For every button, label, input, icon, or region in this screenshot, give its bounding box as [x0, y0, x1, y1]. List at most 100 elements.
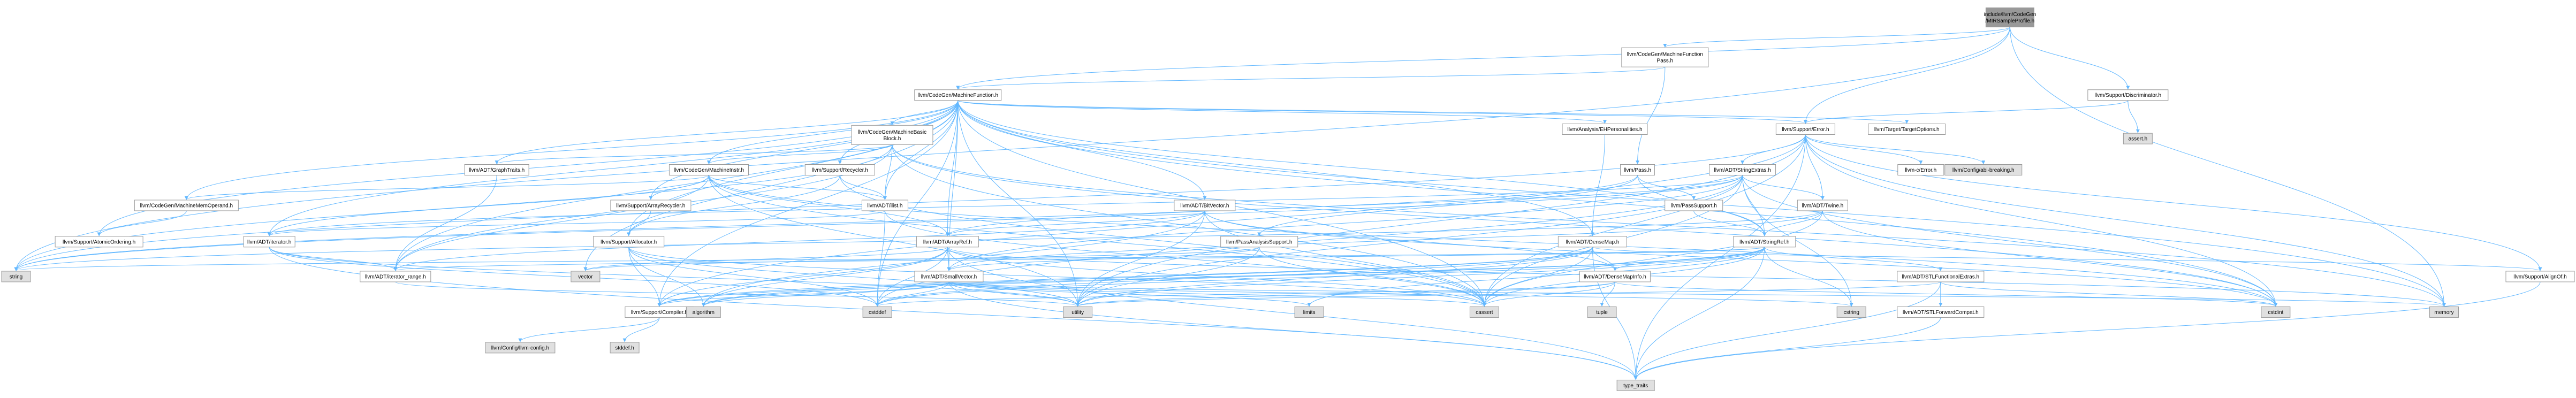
node-arrayref-label-line: llvm/ADT/ArrayRef.h: [923, 239, 972, 245]
edge-stlfunc-to-typetraits: [1633, 281, 1941, 380]
edge-strextras-to-iterator: [267, 175, 1743, 236]
node-cstring-box: [1836, 306, 1866, 318]
node-stringref[interactable]: llvm/ADT/StringRef.h: [1733, 236, 1796, 248]
node-cstdint-label-line: cstdint: [2268, 310, 2283, 316]
node-alignof-label: llvm/Support/AlignOf.h: [2513, 274, 2567, 280]
node-twine[interactable]: llvm/ADT/Twine.h: [1797, 200, 1848, 211]
node-mf-label: llvm/CodeGen/MachineFunction.h: [917, 93, 998, 98]
node-cerror[interactable]: llvm-c/Error.h: [1897, 164, 1944, 175]
node-arrayrecycler[interactable]: llvm/Support/ArrayRecycler.h: [610, 200, 692, 211]
node-compiler-label-line: llvm/Support/Compiler.h: [631, 310, 688, 316]
node-atomicordering[interactable]: llvm/Support/AtomicOrdering.h: [55, 236, 143, 248]
edge-stlforward-to-typetraits: [1633, 317, 1941, 380]
node-root[interactable]: include/llvm/CodeGen/MIRSampleProfile.h: [1984, 7, 2036, 28]
node-cstdint: cstdint: [2261, 306, 2291, 318]
node-iterrange[interactable]: llvm/ADT/iterator_range.h: [360, 271, 431, 282]
node-twine-label: llvm/ADT/Twine.h: [1802, 203, 1843, 209]
node-ehpers[interactable]: llvm/Analysis/EHPersonalities.h: [1562, 124, 1648, 135]
edge-layer: [14, 27, 2542, 380]
node-passsupport[interactable]: llvm/PassSupport.h: [1665, 200, 1723, 211]
edge-smallvector-to-algorithm: [701, 281, 949, 307]
edge-mf-to-ilist: [883, 100, 959, 200]
edge-error-to-cerror: [1805, 134, 1923, 165]
node-densemapinfo[interactable]: llvm/ADT/DenseMapInfo.h: [1579, 271, 1651, 282]
node-iterator[interactable]: llvm/ADT/iterator.h: [243, 236, 295, 248]
edge-twine-to-cassert: [1482, 210, 1823, 307]
edge-mi-to-arrayref: [708, 175, 949, 236]
node-root-label-line: include/llvm/CodeGen: [1984, 12, 2036, 18]
node-memory-box: [2429, 306, 2459, 318]
node-mf-label-line: llvm/CodeGen/MachineFunction.h: [917, 93, 998, 98]
edge-stlfunc-to-utility: [1076, 281, 1941, 307]
node-discr[interactable]: llvm/Support/Discriminator.h: [2087, 89, 2169, 101]
node-iterator-label: llvm/ADT/iterator.h: [247, 239, 291, 245]
node-mi-label: llvm/CodeGen/MachineInstr.h: [674, 167, 744, 173]
edge-root-to-discr: [2009, 27, 2130, 90]
node-recycler-label: llvm/Support/Recycler.h: [812, 167, 868, 173]
node-recycler[interactable]: llvm/Support/Recycler.h: [804, 164, 875, 175]
node-mfpass-label-line: Pass.h: [1657, 58, 1674, 64]
edge-strextras-to-string: [14, 175, 1743, 271]
edge-ilist-to-cstddef: [875, 210, 885, 307]
node-cstring-label: cstring: [1843, 310, 1859, 316]
node-passanalysis[interactable]: llvm/PassAnalysisSupport.h: [1220, 236, 1298, 248]
edge-stringref-to-iterrange: [394, 247, 1765, 271]
edge-mbb-to-memory: [892, 144, 2446, 307]
node-memory-label: memory: [2434, 310, 2453, 316]
node-mbb-label-line: llvm/CodeGen/MachineBasic: [858, 129, 926, 135]
node-smallvector[interactable]: llvm/ADT/SmallVector.h: [914, 271, 984, 282]
node-graphtraits[interactable]: llvm/ADT/GraphTraits.h: [464, 164, 529, 175]
edge-mbb-to-ilist: [883, 144, 893, 200]
edge-densemapinfo-to-cstddef: [876, 281, 1615, 307]
node-pass-box: [1620, 164, 1655, 175]
node-atomicordering-label: llvm/Support/AtomicOrdering.h: [63, 239, 135, 245]
edge-alignof-to-typetraits: [1633, 281, 2541, 380]
node-densemap[interactable]: llvm/ADT/DenseMap.h: [1557, 236, 1627, 248]
node-stlforward[interactable]: llvm/ADT/STLForwardCompat.h: [1897, 306, 1985, 318]
node-mf[interactable]: llvm/CodeGen/MachineFunction.h: [914, 89, 1002, 101]
edge-mf-to-target: [958, 100, 1909, 124]
edge-mf-to-arrayrecycler: [649, 100, 959, 200]
node-utility-label: utility: [1072, 310, 1084, 316]
node-typetraits: type_traits: [1616, 379, 1655, 391]
edge-stringref-to-cstring: [1764, 247, 1853, 307]
edge-smallvector-to-cstddef: [875, 281, 949, 307]
edge-allocator-to-utility: [628, 247, 1080, 307]
edge-mi-to-ilist: [708, 175, 887, 200]
node-passsupport-label: llvm/PassSupport.h: [1671, 203, 1717, 209]
node-bitvector[interactable]: llvm/ADT/BitVector.h: [1174, 200, 1236, 211]
node-target[interactable]: llvm/Target/TargetOptions.h: [1868, 124, 1946, 135]
node-ilist-box: [861, 200, 908, 211]
edge-stringref-to-cstddef: [875, 247, 1765, 307]
edge-twine-to-stringref: [1762, 210, 1823, 236]
edge-error-to-cassert: [1482, 134, 1806, 307]
node-allocator[interactable]: llvm/Support/Allocator.h: [593, 236, 665, 248]
node-passsupport-box: [1665, 200, 1723, 211]
node-alignof[interactable]: llvm/Support/AlignOf.h: [2505, 271, 2575, 282]
edge-stringref-to-stlfunc: [1764, 247, 1943, 271]
node-pass[interactable]: llvm/Pass.h: [1620, 164, 1655, 175]
node-error[interactable]: llvm/Support/Error.h: [1775, 124, 1835, 135]
node-stlfunc[interactable]: llvm/ADT/STLFunctionalExtras.h: [1897, 271, 1985, 282]
node-error-label: llvm/Support/Error.h: [1782, 127, 1829, 133]
node-mi[interactable]: llvm/CodeGen/MachineInstr.h: [668, 164, 749, 175]
node-ilist[interactable]: llvm/ADT/ilist.h: [861, 200, 908, 211]
edge-error-to-utility: [1076, 134, 1806, 307]
edge-recycler-to-allocator: [627, 175, 840, 236]
edge-mf-to-mi: [706, 100, 959, 165]
node-mmo[interactable]: llvm/CodeGen/MachineMemOperand.h: [134, 200, 239, 211]
node-stringref-label-line: llvm/ADT/StringRef.h: [1739, 239, 1789, 245]
edge-mf-to-cstddef: [875, 100, 959, 307]
node-stlfunc-label-line: llvm/ADT/STLFunctionalExtras.h: [1902, 274, 1980, 280]
node-mmo-box: [134, 200, 239, 211]
node-arrayref[interactable]: llvm/ADT/ArrayRef.h: [916, 236, 979, 248]
node-stlforward-box: [1897, 306, 1985, 318]
node-strextras[interactable]: llvm/ADT/StringExtras.h: [1709, 164, 1776, 175]
edge-smallvector-to-compiler: [657, 281, 949, 307]
node-compiler[interactable]: llvm/Support/Compiler.h: [625, 306, 694, 318]
edge-iterator-to-iterrange: [269, 247, 398, 271]
node-vector-label: vector: [578, 274, 593, 280]
